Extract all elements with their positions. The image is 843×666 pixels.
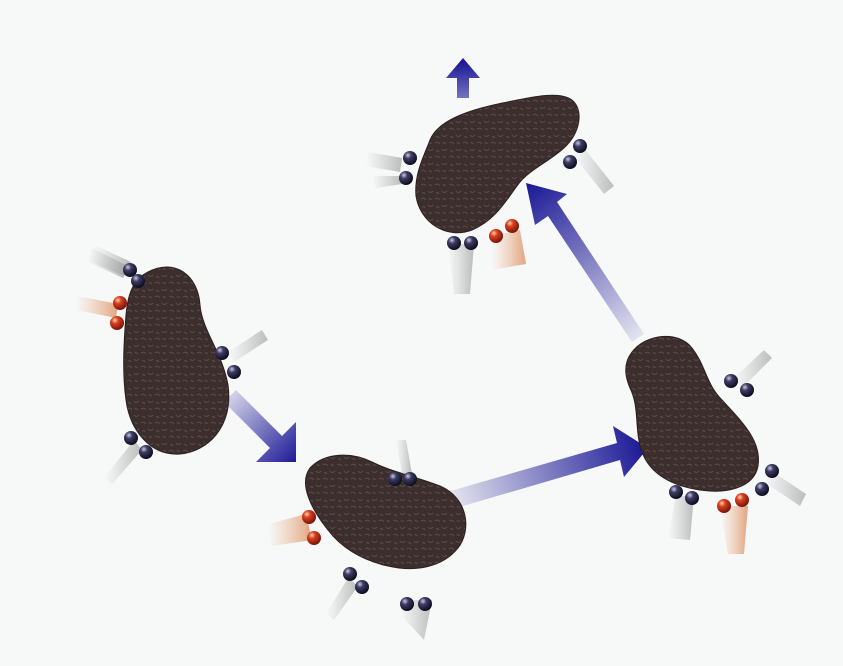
molecule-dark — [740, 383, 754, 397]
molecule-dark — [403, 472, 417, 486]
molecule-dark — [765, 464, 779, 478]
molecule-dark — [131, 274, 145, 288]
molecule-dark — [669, 485, 683, 499]
molecule-dark — [573, 139, 587, 153]
molecule-dark — [755, 482, 769, 496]
molecule-dark — [388, 472, 402, 486]
molecule-red — [489, 229, 503, 243]
molecule-red — [302, 510, 316, 524]
molecule-dark — [685, 491, 699, 505]
molecule-red — [307, 531, 321, 545]
molecule-red — [110, 316, 124, 330]
molecule-dark — [447, 236, 461, 250]
molecule-dark — [355, 580, 369, 594]
molecule-dark — [227, 365, 241, 379]
molecule-red — [113, 296, 127, 310]
molecule-dark — [124, 431, 138, 445]
molecule-dark — [400, 597, 414, 611]
molecule-red — [717, 499, 731, 513]
molecule-dark — [563, 155, 577, 169]
molecule-red — [505, 219, 519, 233]
molecule-dark — [403, 151, 417, 165]
molecule-dark — [464, 236, 478, 250]
molecule-dark — [343, 567, 357, 581]
molecule-red — [735, 493, 749, 507]
molecule-dark — [399, 171, 413, 185]
molecule-dark — [215, 346, 229, 360]
molecule-dark — [724, 374, 738, 388]
molecule-dark — [139, 445, 153, 459]
molecule-dark — [418, 597, 432, 611]
